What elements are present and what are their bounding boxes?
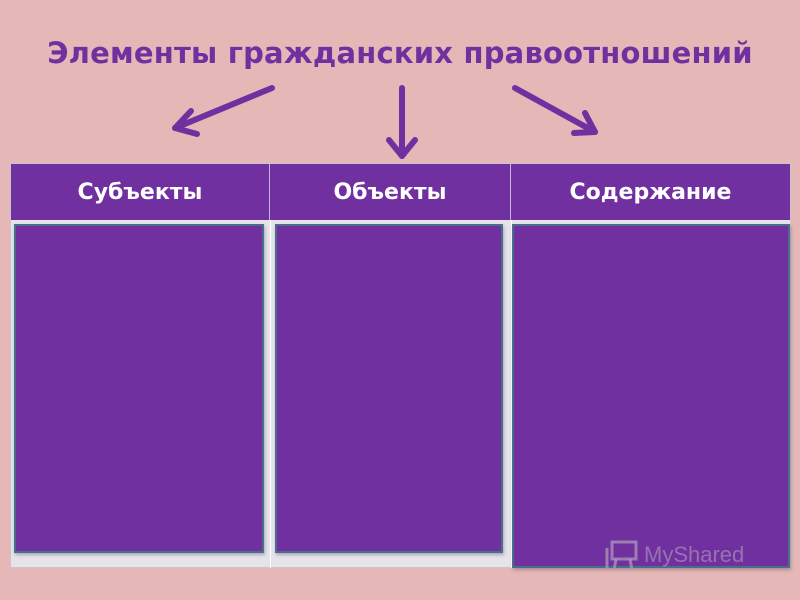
subjects-box: [14, 224, 264, 553]
presentation-icon: [605, 540, 638, 571]
header-subjects: Субъекты: [11, 164, 270, 220]
watermark: MyShared: [604, 538, 744, 572]
arrow-right-icon: [512, 85, 598, 136]
column-divider: [511, 220, 512, 568]
arrows: [172, 85, 598, 159]
header-objects: Объекты: [270, 164, 511, 220]
arrow-down-icon: [386, 85, 418, 159]
table-header-row: Субъекты Объекты Содержание: [11, 164, 790, 220]
header-content: Содержание: [569, 179, 732, 205]
watermark-text: MyShared: [644, 542, 745, 567]
column-divider: [270, 220, 271, 568]
objects-box: [275, 224, 503, 553]
arrow-left-icon: [172, 85, 275, 137]
content-box: [512, 224, 790, 568]
slide-title: Элементы гражданских правоотношений: [47, 36, 753, 70]
elements-table: Субъекты Объекты Содержание: [10, 163, 791, 568]
